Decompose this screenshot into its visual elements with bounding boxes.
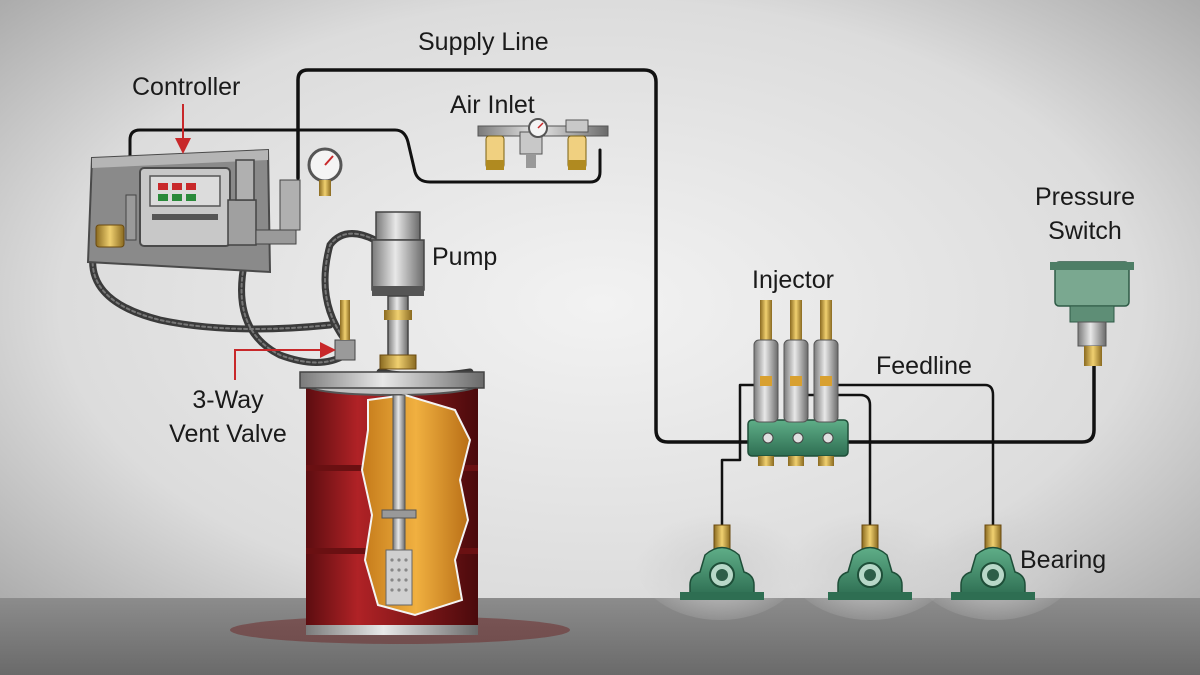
label-pressure-switch: Pressure Switch bbox=[1030, 180, 1140, 248]
label-pressure-switch-line1: Pressure bbox=[1034, 183, 1136, 211]
air-line-tubing bbox=[128, 128, 602, 184]
label-vent-valve-line1: 3-Way bbox=[192, 386, 264, 414]
feedline-tubing bbox=[720, 383, 995, 525]
label-vent-valve: 3-Way Vent Valve bbox=[162, 383, 294, 451]
injector-assembly bbox=[747, 300, 849, 466]
grease-drum bbox=[299, 371, 485, 635]
bearing-3 bbox=[951, 524, 1035, 600]
drum-lid bbox=[299, 371, 485, 389]
hose-braid-texture bbox=[91, 232, 376, 364]
label-pressure-switch-line2: Switch bbox=[1048, 217, 1122, 245]
label-pump: Pump bbox=[432, 243, 498, 271]
pump bbox=[334, 211, 425, 370]
label-feedline: Feedline bbox=[876, 352, 972, 380]
label-air-inlet: Air Inlet bbox=[450, 91, 535, 119]
bearing-1 bbox=[680, 524, 764, 600]
label-controller: Controller bbox=[132, 73, 241, 101]
injector-cylinder-1 bbox=[753, 300, 779, 466]
controller-panel bbox=[86, 147, 343, 274]
label-injector: Injector bbox=[752, 266, 834, 294]
pressure-switch bbox=[1050, 261, 1134, 366]
supply-line-tubing bbox=[296, 68, 1096, 444]
injector-cylinder-2 bbox=[783, 300, 809, 466]
label-vent-valve-line2: Vent Valve bbox=[169, 420, 287, 448]
vent-valve-body bbox=[334, 339, 356, 361]
vent-valve-callout-arrow bbox=[234, 342, 336, 380]
drum-cutaway bbox=[360, 393, 472, 617]
bearing-2 bbox=[828, 524, 912, 600]
label-supply-line: Supply Line bbox=[418, 28, 549, 56]
label-bearing: Bearing bbox=[1020, 546, 1107, 574]
injector-cylinder-3 bbox=[813, 300, 839, 466]
air-inlet-filter-regulator bbox=[477, 118, 609, 170]
